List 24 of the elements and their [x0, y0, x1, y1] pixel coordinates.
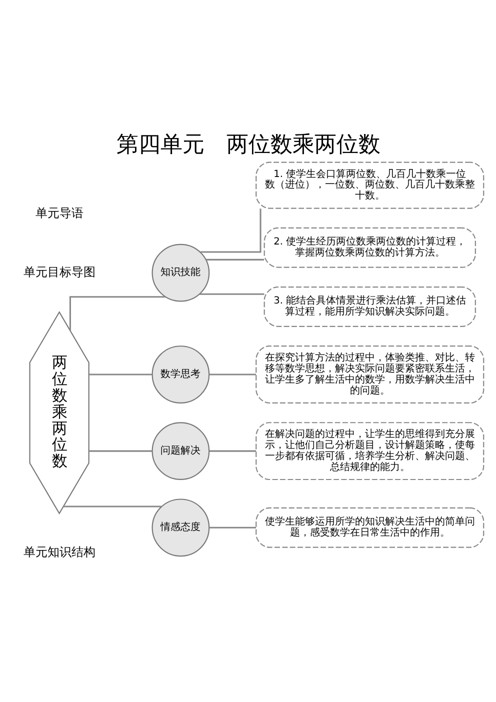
connector [88, 450, 152, 452]
node-box: 2. 使学生经历两位数乘两位数的计算过程，掌握两位数乘两位数的计算方法。 [263, 227, 476, 268]
connector [63, 506, 161, 508]
connector [88, 374, 152, 376]
node-circle: 数学思考 [151, 346, 210, 404]
connector [208, 526, 256, 528]
connector [199, 293, 264, 295]
node-circle: 情感态度 [151, 498, 210, 557]
label: 单元知识结构 [22, 544, 95, 559]
connector [206, 258, 264, 260]
label: 单元导语 [34, 206, 83, 220]
diagram-title: 第四单元 两位数乘两位数 [116, 132, 380, 158]
node-circle: 知识技能 [151, 244, 210, 302]
node-box: 1. 使学生会口算两位数、几百几十数乘一位数（进位），一位数、两位数、几百几十数乘整十数。 [255, 162, 484, 209]
connector [68, 296, 165, 331]
node-box: 在解决问题的过程中，让学生的思维得到充分展示，让他们自己分析题目，设计解题策略，使每一步都有依据可循，培养学生分析、解决问题、总结规律的能力。 [255, 422, 484, 480]
node-box: 使学生能够运用所学的知识解决生活中的简单问题，感受数学在日常生活中的作用。 [255, 507, 484, 548]
connector [208, 450, 256, 452]
connector [200, 208, 261, 253]
node-box: 3. 能结合具体情景进行乘法估算，并口述估算过程，能用所学知识解决实际问题。 [263, 286, 476, 327]
label: 单元目标导图 [22, 264, 95, 279]
node-circle: 问题解决 [151, 422, 210, 480]
connector [208, 374, 256, 376]
node-box: 在探究计算方法的过程中，体验类推、对比、转移等数学思想，解决实际问题要紧密联系生活，让学生多了解生活中的数学，用数学解决生活中的问题。 [255, 346, 484, 404]
